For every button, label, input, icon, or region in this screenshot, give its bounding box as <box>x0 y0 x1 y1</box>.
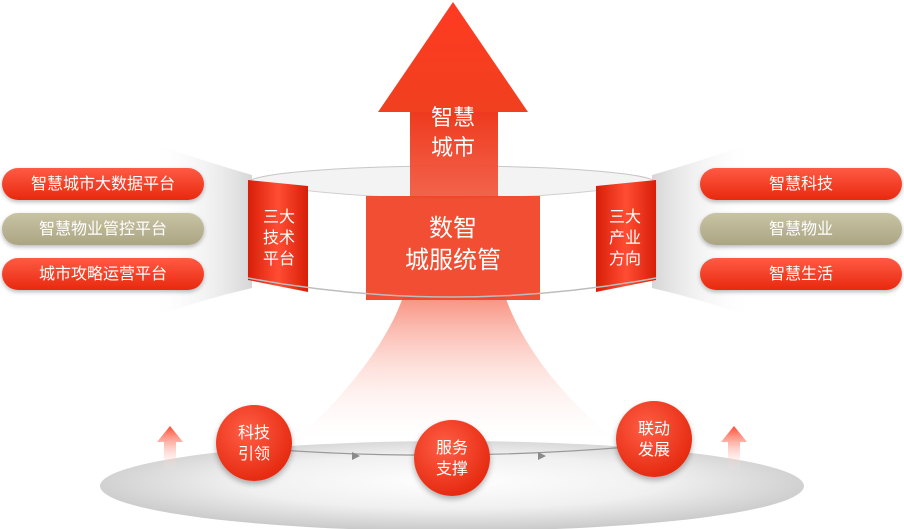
circle-tech-lead[interactable]: 科技 引领 <box>216 405 292 481</box>
top-arrow-label: 智慧 城市 <box>404 104 502 164</box>
right-pill-smart-life[interactable]: 智慧生活 <box>700 258 902 290</box>
circle-service-support-line1: 服务 <box>435 438 468 457</box>
left-band-line3: 平台 <box>262 249 295 268</box>
center-line2: 城服统管 <box>405 246 501 274</box>
left-pill-property-platform[interactable]: 智慧物业管控平台 <box>2 213 204 245</box>
band-bottom-rim <box>247 277 657 298</box>
right-band-line2: 产业 <box>608 228 641 247</box>
main-arrow-head <box>378 2 528 112</box>
right-band-line1: 三大 <box>608 207 641 226</box>
circle-linkage-development[interactable]: 联动 发展 <box>616 401 692 477</box>
small-arrow-right <box>721 426 747 472</box>
left-pill-big-data-platform[interactable]: 智慧城市大数据平台 <box>2 168 204 200</box>
center-line1: 数智 <box>429 214 477 242</box>
right-band-label: 三大 产业 方向 <box>598 206 652 269</box>
circle-linkage-line1: 联动 <box>637 419 670 438</box>
small-arrow-left <box>157 426 183 472</box>
circle-linkage-line2: 发展 <box>637 440 670 459</box>
left-pill-operation-platform[interactable]: 城市攻略运营平台 <box>2 258 204 290</box>
left-band-line1: 三大 <box>262 207 295 226</box>
band-center-panel <box>366 196 540 300</box>
circle-tech-lead-line1: 科技 <box>237 423 270 442</box>
right-pill-smart-tech[interactable]: 智慧科技 <box>700 168 902 200</box>
flow-arrowhead-1 <box>352 452 360 460</box>
band-right-panel <box>596 180 656 292</box>
circle-tech-lead-line2: 引领 <box>237 444 270 463</box>
right-band-line3: 方向 <box>608 249 641 268</box>
left-band-label: 三大 技术 平台 <box>252 206 306 269</box>
circle-service-support[interactable]: 服务 支撑 <box>414 420 490 496</box>
flow-arrowhead-2 <box>538 452 546 460</box>
top-arrow-line2: 城市 <box>430 136 475 161</box>
top-arrow-line1: 智慧 <box>430 106 475 131</box>
center-label: 数智 城服统管 <box>380 212 526 276</box>
circle-service-support-line2: 支撑 <box>435 459 468 478</box>
right-pill-smart-property[interactable]: 智慧物业 <box>700 213 902 245</box>
band-left-panel <box>248 180 308 292</box>
left-band-line2: 技术 <box>262 228 295 247</box>
